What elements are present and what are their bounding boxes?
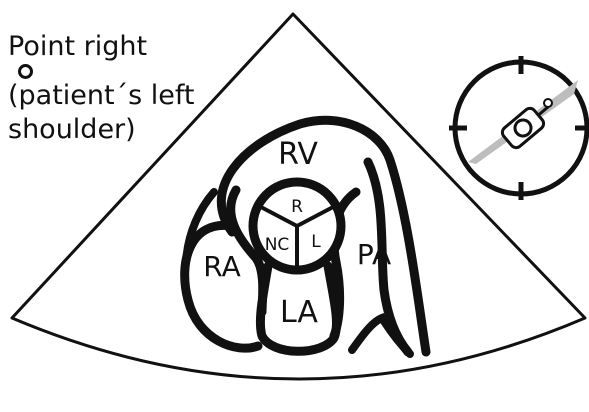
caption-line-3: shoulder) [8, 113, 238, 147]
label-ra: RA [203, 250, 240, 283]
orientation-dot-icon [18, 64, 33, 79]
label-rv: RV [278, 137, 318, 172]
label-la: LA [280, 295, 318, 330]
label-l-cusp: L [311, 232, 321, 252]
caption-line-1: Point right [8, 30, 238, 79]
orientation-caption: Point right (patient´s left shoulder) [8, 30, 238, 147]
caption-line-2: (patient´s left [8, 79, 238, 113]
label-pa: PA [357, 238, 391, 271]
caption-text-1: Point right [8, 31, 147, 62]
transducer-probe-icon [449, 56, 589, 200]
label-r-cusp: R [291, 197, 303, 217]
label-nc-cusp: NC [265, 235, 290, 255]
